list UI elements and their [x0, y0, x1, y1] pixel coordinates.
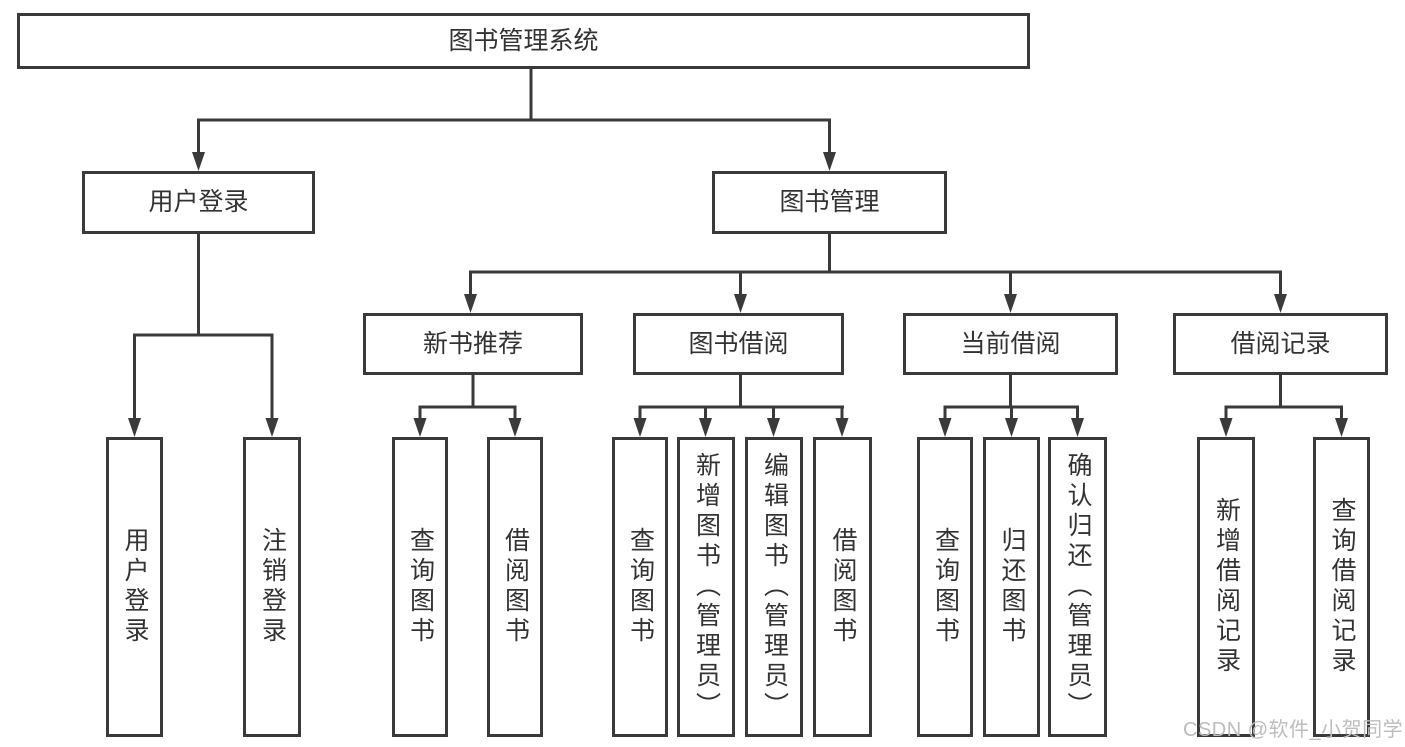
leaf-return-books: 归还图书 — [983, 437, 1040, 737]
node-new-book-recommendation: 新书推荐 — [363, 313, 583, 375]
leaf-query-borrow-record: 查询借阅记录 — [1313, 437, 1370, 737]
leaf-query-books-current: 查询图书 — [917, 437, 973, 737]
leaf-query-books-recommend: 查询图书 — [392, 437, 448, 737]
leaf-query-books-borrowing: 查询图书 — [612, 437, 668, 737]
leaf-add-books-admin: 新增图书（管理员） — [677, 437, 735, 737]
leaf-borrow-books-borrowing: 借阅图书 — [813, 437, 872, 737]
leaf-confirm-return-admin: 确认归还（管理员） — [1048, 437, 1107, 737]
tree-edges — [133, 68, 1343, 420]
leaf-add-borrow-record: 新增借阅记录 — [1197, 437, 1255, 737]
node-current-borrowing: 当前借阅 — [903, 313, 1118, 375]
node-library-management-system: 图书管理系统 — [17, 13, 1030, 69]
node-book-management: 图书管理 — [712, 171, 947, 234]
leaf-logout: 注销登录 — [243, 437, 301, 737]
leaf-edit-books-admin: 编辑图书（管理员） — [745, 437, 803, 737]
leaf-borrow-books-recommend: 借阅图书 — [487, 437, 543, 737]
node-borrowing-records: 借阅记录 — [1173, 313, 1388, 375]
leaf-user-login: 用户登录 — [106, 437, 163, 737]
node-user-login: 用户登录 — [82, 171, 315, 234]
arrowheads — [128, 152, 1348, 437]
csdn-watermark: CSDN @软件_小贺同学 — [1183, 719, 1404, 741]
node-book-borrowing: 图书借阅 — [633, 313, 844, 375]
